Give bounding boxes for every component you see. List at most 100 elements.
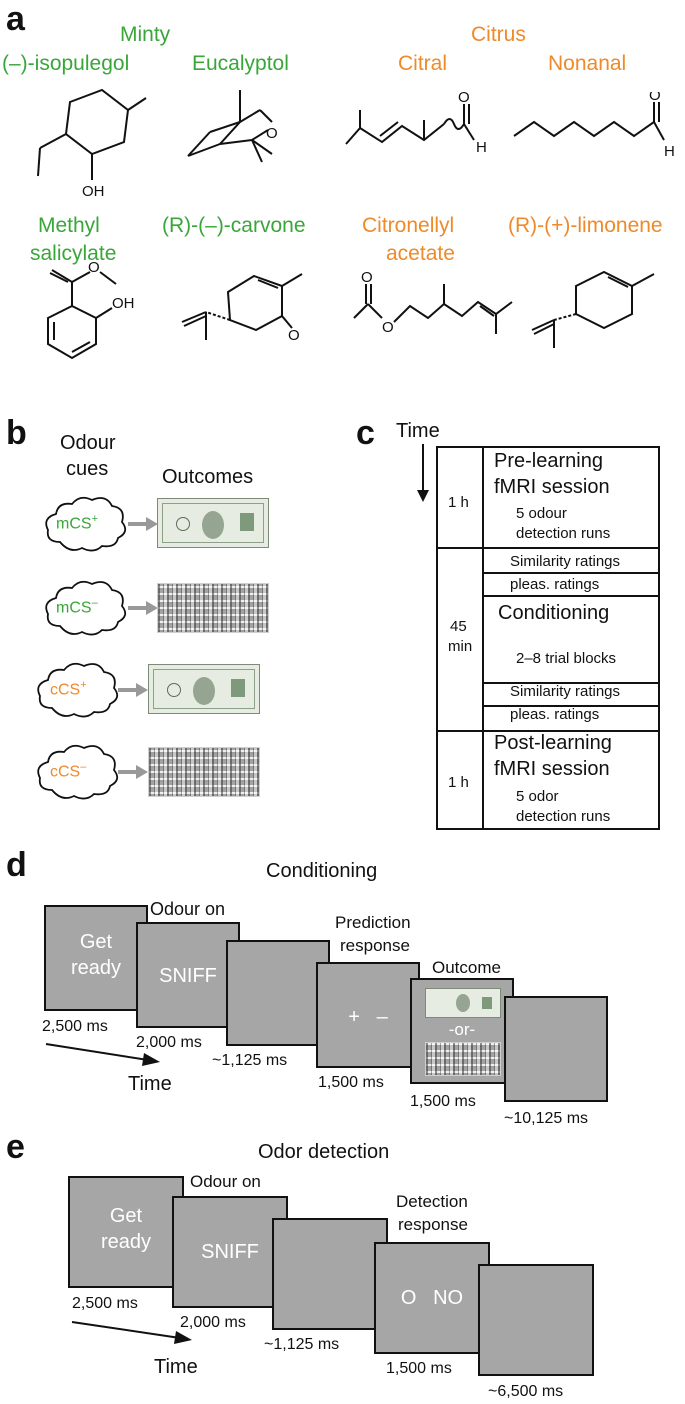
block-title: fMRI session — [494, 476, 610, 498]
cue-label: cCS+ — [50, 679, 87, 699]
svg-text:O: O — [649, 92, 661, 104]
limonene-structure — [531, 270, 655, 348]
screen-text: O NO — [400, 1287, 464, 1309]
screen-text: SNIFF — [159, 965, 217, 987]
block-duration: 45 — [450, 618, 467, 635]
dollar-bill-image — [157, 498, 269, 548]
caption-odour-on: Odour on — [190, 1172, 261, 1191]
screen-text: ready — [100, 1231, 152, 1253]
block-title: Post-learning — [494, 732, 612, 754]
group-label-minty: Minty — [120, 23, 171, 46]
scrambled-bill-image — [425, 1042, 501, 1076]
label-eucalyptol: Eucalyptol — [192, 52, 289, 75]
screen-sniff — [172, 1196, 288, 1308]
svg-text:O: O — [288, 327, 300, 344]
divider — [438, 730, 658, 732]
panel-letter-b: b — [6, 414, 27, 452]
label-citronellyl-1: Citronellyl — [362, 214, 455, 237]
divider — [482, 448, 484, 828]
label-limonene: (R)-(+)-limonene — [508, 214, 663, 237]
arrow-right-icon — [118, 683, 148, 697]
screen-blank — [226, 940, 330, 1046]
screen-text: Get — [109, 1205, 143, 1227]
duration-label: ~1,125 ms — [212, 1052, 288, 1069]
svg-text:OH: OH — [112, 295, 135, 312]
label-isopulegol: (–)-isopulegol — [2, 52, 130, 75]
divider — [438, 547, 658, 549]
divider — [482, 682, 658, 684]
nonanal-structure: O H — [513, 92, 675, 160]
duration-label: ~1,125 ms — [264, 1336, 340, 1353]
time-arrow-icon — [45, 1043, 160, 1066]
arrow-right-icon — [128, 601, 158, 615]
panel-letter-e: e — [6, 1128, 25, 1166]
caption-prediction: Prediction — [335, 913, 411, 932]
screen-get-ready — [68, 1176, 184, 1288]
outcomes-label: Outcomes — [162, 466, 254, 488]
caption-detection: Detection — [396, 1192, 468, 1211]
caption-detection: response — [398, 1215, 468, 1234]
cloud-icon — [37, 662, 119, 718]
panel-letter-c: c — [356, 414, 375, 452]
screen-blank — [272, 1218, 388, 1330]
dollar-bill-image — [425, 988, 501, 1018]
timeline-time-label: Time — [396, 420, 440, 442]
label-carvone: (R)-(–)-carvone — [162, 214, 306, 237]
panel-e-title: Odor detection — [258, 1141, 390, 1163]
citral-structure: O H — [345, 92, 487, 156]
label-methyl-salicylate-1: Methyl — [38, 214, 100, 237]
rating-row: Similarity ratings — [510, 553, 621, 570]
block-duration: 1 h — [448, 774, 469, 791]
eucalyptol-structure: O — [187, 90, 278, 163]
duration-label: 2,500 ms — [72, 1295, 138, 1312]
duration-label: 1,500 ms — [318, 1074, 384, 1091]
odour-cues-label-1: Odour — [60, 432, 116, 454]
screen-text: -or- — [448, 1020, 476, 1039]
screen-text: SNIFF — [201, 1241, 259, 1263]
cloud-icon — [45, 496, 127, 552]
panel-letter-d: d — [6, 846, 27, 884]
svg-text:O: O — [361, 270, 373, 286]
block-duration: 1 h — [448, 494, 469, 511]
rating-row: pleas. ratings — [510, 706, 600, 723]
cloud-icon — [37, 744, 119, 800]
arrow-right-icon — [118, 765, 148, 779]
trial-blocks-row: 2–8 trial blocks — [516, 650, 617, 667]
block-subtitle: detection runs — [516, 808, 611, 825]
methyl-salicylate-structure: O OH — [47, 259, 135, 360]
screen-sniff — [136, 922, 240, 1028]
rating-row: Similarity ratings — [510, 683, 621, 700]
rating-row: pleas. ratings — [510, 576, 600, 593]
divider — [482, 595, 658, 597]
block-subtitle: 5 odour — [516, 505, 567, 522]
label-citronellyl-2: acetate — [386, 242, 455, 265]
label-nonanal: Nonanal — [548, 52, 627, 75]
scrambled-bill-image — [157, 583, 269, 633]
duration-label: 2,500 ms — [42, 1018, 108, 1035]
svg-text:O: O — [458, 92, 470, 106]
cue-label: mCS+ — [56, 513, 98, 533]
caption-prediction: response — [340, 936, 410, 955]
dollar-bill-image — [148, 664, 260, 714]
duration-label: 1,500 ms — [410, 1093, 476, 1110]
duration-label: ~10,125 ms — [504, 1110, 589, 1127]
carvone-structure: O — [181, 273, 303, 344]
divider — [482, 572, 658, 574]
label-methyl-salicylate-2: salicylate — [30, 242, 117, 265]
panel-d-title: Conditioning — [266, 860, 378, 882]
svg-text:OH: OH — [82, 183, 105, 200]
block-subtitle: detection runs — [516, 525, 611, 542]
duration-label: 2,000 ms — [136, 1034, 202, 1051]
screen-text: ready — [70, 957, 122, 979]
duration-label: ~6,500 ms — [488, 1383, 564, 1400]
conditioning-row: Conditioning — [498, 602, 610, 624]
svg-text:O: O — [88, 259, 100, 276]
screen-get-ready — [44, 905, 148, 1011]
svg-text:O: O — [266, 125, 278, 142]
screen-text: Get — [79, 931, 113, 953]
time-label: Time — [154, 1356, 198, 1378]
duration-label: 2,000 ms — [180, 1314, 246, 1331]
time-arrow-icon — [71, 1321, 192, 1344]
svg-text:H: H — [476, 139, 487, 156]
divider — [482, 705, 658, 707]
